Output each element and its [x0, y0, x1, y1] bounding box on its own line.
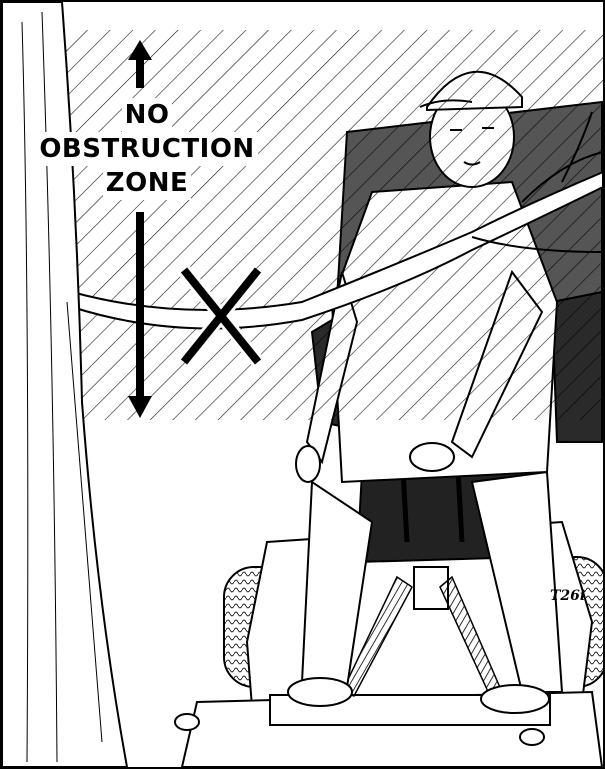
right-caster	[520, 729, 544, 745]
hands	[410, 443, 454, 471]
left-hand	[296, 446, 320, 482]
right-shoe	[481, 685, 549, 713]
zone-label-line-2: OBSTRUCTION	[36, 132, 257, 166]
zone-label-line-1: NO	[122, 98, 173, 132]
left-shoe	[288, 678, 352, 706]
zone-label: NO OBSTRUCTION ZONE	[2, 98, 292, 200]
zone-label-line-3: ZONE	[103, 166, 191, 200]
model-logo: T26i	[550, 588, 585, 604]
left-caster	[175, 714, 199, 730]
